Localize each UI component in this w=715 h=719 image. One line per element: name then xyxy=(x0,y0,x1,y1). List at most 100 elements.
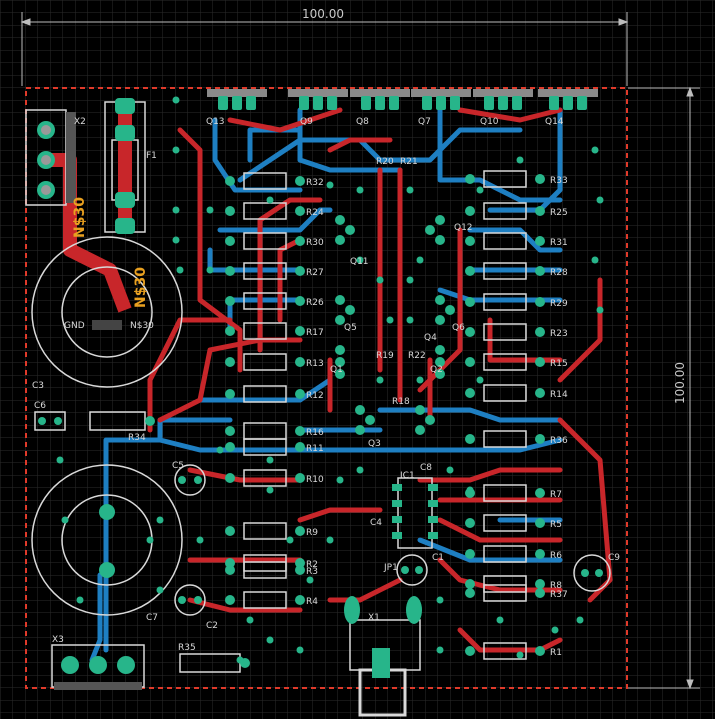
via xyxy=(266,196,274,204)
transistor-header-body xyxy=(411,89,471,97)
via xyxy=(436,596,444,604)
via xyxy=(156,516,164,524)
resistor-body xyxy=(243,202,287,220)
capacitor-c3-outline xyxy=(31,236,183,388)
resistor-pad xyxy=(295,595,305,605)
resistor-body xyxy=(243,172,287,190)
resistor-pad xyxy=(225,389,235,399)
top-transistor-headers xyxy=(207,89,598,110)
label-x1: X1 xyxy=(368,613,380,623)
via xyxy=(516,156,524,164)
via xyxy=(76,596,84,604)
via xyxy=(236,656,244,664)
resistor-pad xyxy=(295,266,305,276)
resistor-body xyxy=(483,262,527,280)
silkscreen-labels: Q13 Q9 Q8 Q7 Q10 Q14 X2 X3 X1 F1 N$30 N$… xyxy=(32,117,620,653)
resistor-pad xyxy=(535,236,545,246)
resistor-body xyxy=(483,484,527,502)
via xyxy=(591,146,599,154)
transistor-pad xyxy=(218,96,228,110)
label-r20: R20 xyxy=(376,157,394,167)
pad-label-gnd: GND xyxy=(64,321,85,331)
label-f1: F1 xyxy=(146,151,157,161)
transistor-pad xyxy=(299,96,309,110)
dimension-width-label: 100.00 xyxy=(302,7,344,21)
via xyxy=(356,466,364,474)
resistor-label: R11 xyxy=(306,444,324,454)
resistor-pad xyxy=(225,296,235,306)
via xyxy=(246,616,254,624)
label-q13: Q13 xyxy=(206,117,225,127)
resistor-pad xyxy=(465,434,475,444)
resistor-pad xyxy=(465,327,475,337)
resistor-body xyxy=(243,591,287,609)
label-q8: Q8 xyxy=(356,117,369,127)
transistor-pad xyxy=(246,96,256,110)
resistor-pad xyxy=(225,442,235,452)
via xyxy=(176,266,184,274)
via xyxy=(356,186,364,194)
dimension-height xyxy=(628,86,700,690)
via xyxy=(336,476,344,484)
resistor-body xyxy=(483,430,527,448)
label-c4: C4 xyxy=(370,518,382,528)
label-c2: C2 xyxy=(206,621,218,631)
resistor-body xyxy=(243,522,287,540)
resistor-label: R9 xyxy=(306,528,318,538)
via xyxy=(356,256,364,264)
via xyxy=(406,276,414,284)
resistor-label: R3 xyxy=(306,567,318,577)
label-c8: C8 xyxy=(420,463,432,473)
resistor-body xyxy=(483,232,527,250)
resistor-pad xyxy=(535,206,545,216)
top-copper-traces xyxy=(147,107,613,653)
resistor-pad xyxy=(535,579,545,589)
resistor-body xyxy=(243,438,287,456)
resistor-label: R31 xyxy=(550,238,568,248)
label-q5: Q5 xyxy=(344,323,357,333)
resistor-pad xyxy=(535,518,545,528)
via xyxy=(266,486,274,494)
resistor-label: R28 xyxy=(550,268,568,278)
via xyxy=(206,266,214,274)
label-q6: Q6 xyxy=(452,323,465,333)
via xyxy=(296,646,304,654)
resistor-body xyxy=(483,323,527,341)
resistor-pad xyxy=(465,549,475,559)
center-transistors xyxy=(335,215,455,435)
resistor-pad xyxy=(535,388,545,398)
c7-pad-1 xyxy=(99,504,115,520)
transistor-pad xyxy=(232,96,242,110)
resistor-body xyxy=(483,293,527,311)
resistor-pad xyxy=(535,646,545,656)
resistor-label: R15 xyxy=(550,359,568,369)
resistor-pad xyxy=(465,297,475,307)
transistor-header-body xyxy=(207,89,267,97)
resistor-pad xyxy=(225,176,235,186)
resistor-label: R24 xyxy=(306,208,324,218)
transistor-header-body xyxy=(350,89,410,97)
resistor-pad xyxy=(225,426,235,436)
label-c6: C6 xyxy=(34,401,46,411)
via xyxy=(156,586,164,594)
label-q2: Q2 xyxy=(430,365,443,375)
resistor-pad xyxy=(295,426,305,436)
resistor-label: R26 xyxy=(306,298,324,308)
resistor-label: R32 xyxy=(306,178,324,188)
resistor-pad xyxy=(225,558,235,568)
resistor-body xyxy=(243,262,287,280)
resistor-body xyxy=(483,514,527,532)
via xyxy=(146,536,154,544)
resistor-pad xyxy=(535,266,545,276)
resistor-pad xyxy=(465,266,475,276)
c7-pad-2 xyxy=(99,562,115,578)
resistor-pad xyxy=(465,518,475,528)
via xyxy=(596,196,604,204)
label-c7: C7 xyxy=(146,613,158,623)
resistor-pad xyxy=(225,357,235,367)
transistor-header-body xyxy=(288,89,348,97)
dimension-height-label: 100.00 xyxy=(673,362,687,404)
resistor-pad xyxy=(465,646,475,656)
resistor-pad xyxy=(535,434,545,444)
